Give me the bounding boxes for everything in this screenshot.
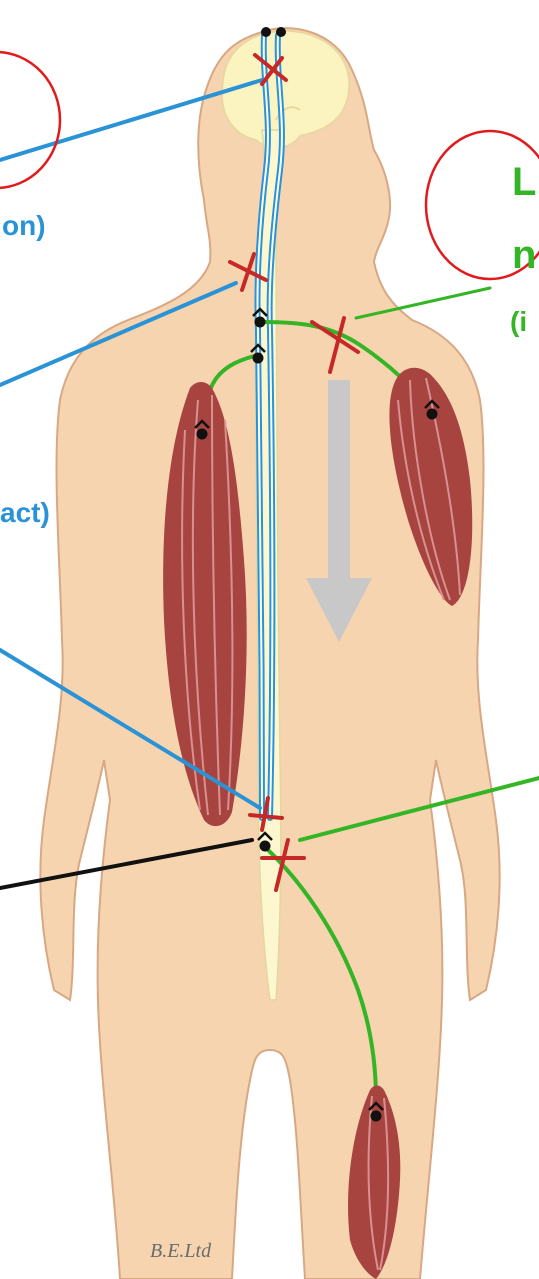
synapse-dot: [253, 353, 263, 363]
credit-text: B.E.Ltd: [150, 1240, 211, 1263]
synapse-dot: [255, 317, 265, 327]
label-right-middle: n: [512, 233, 536, 278]
highlight-circle-left: [0, 52, 60, 188]
neuron-body: [276, 27, 286, 37]
label-left-upper: on): [2, 210, 46, 242]
neuron-body: [261, 27, 271, 37]
synapse-dot: [260, 841, 270, 851]
label-right-lower: (i: [510, 306, 527, 338]
label-left-middle: act): [0, 497, 50, 529]
label-right-top: L: [512, 160, 536, 205]
